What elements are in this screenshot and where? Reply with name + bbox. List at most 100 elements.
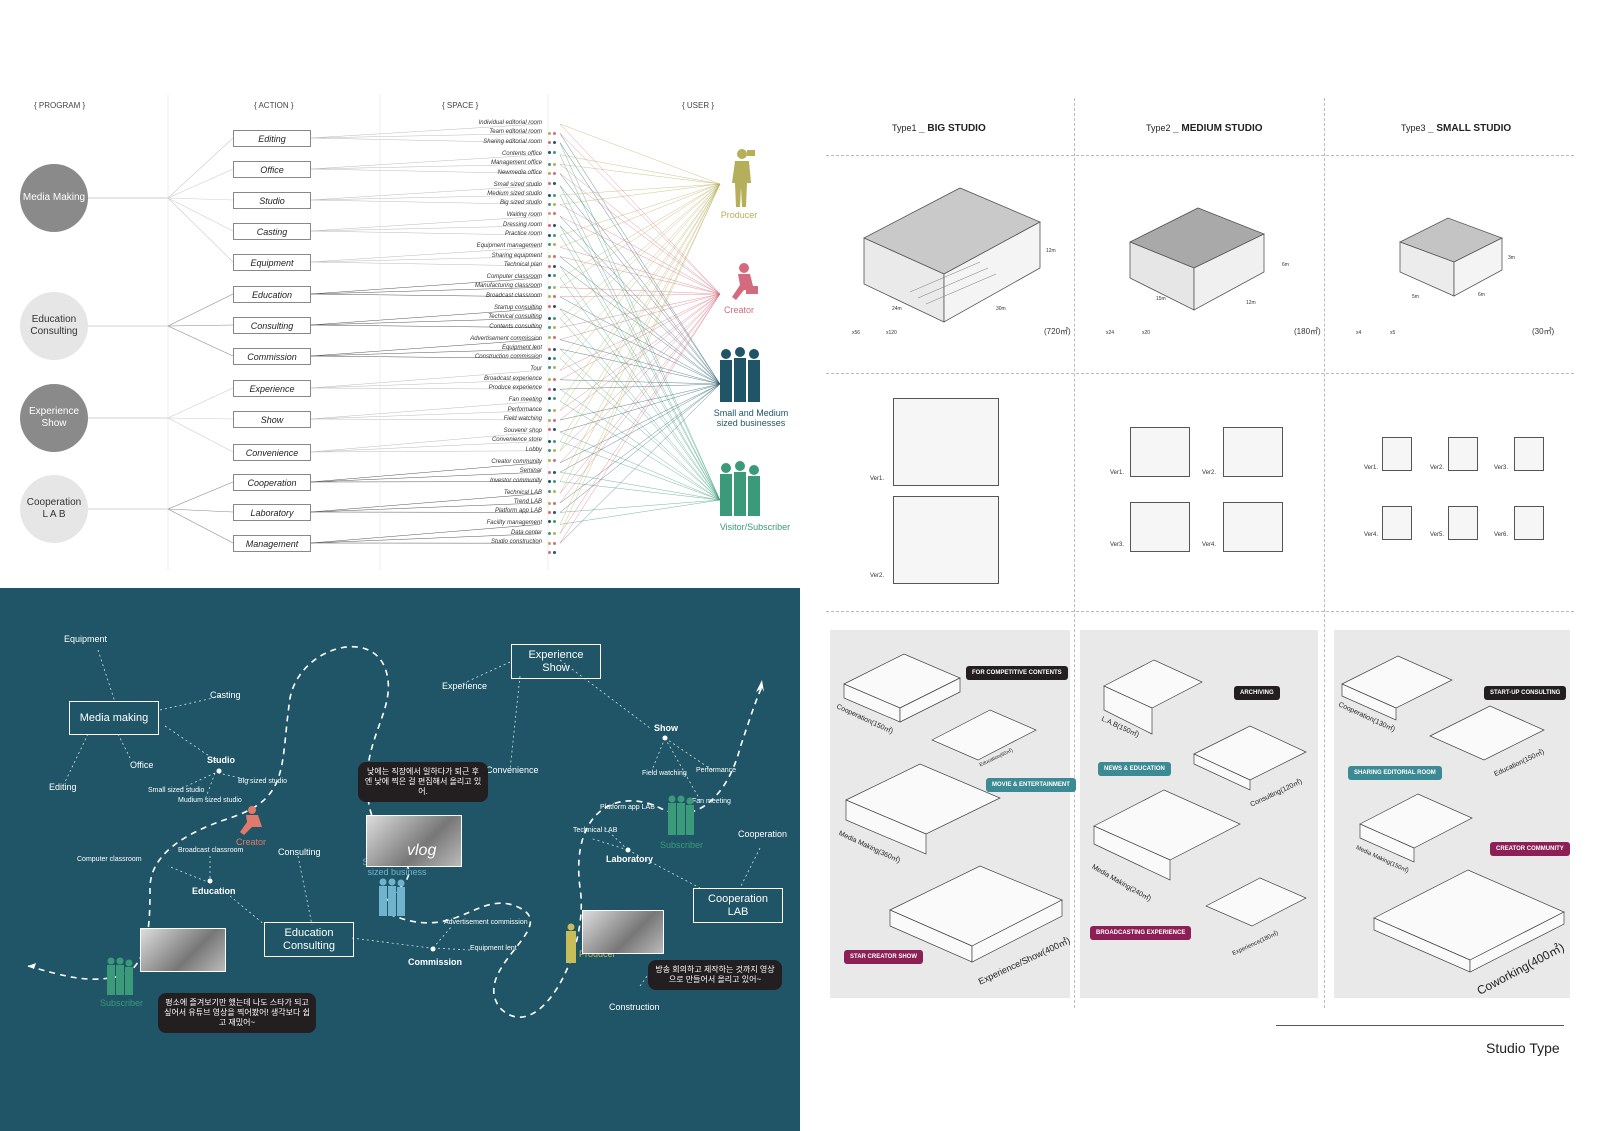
- journey-node-dots: [207, 735, 668, 952]
- header-program: { PROGRAM }: [34, 101, 86, 110]
- connection-line: [559, 204, 721, 295]
- space-dots: [548, 193, 558, 211]
- space-dots: [548, 214, 558, 232]
- header-user: { USER }: [682, 101, 715, 110]
- user-dot: [548, 418, 551, 422]
- connection-line: [559, 401, 721, 501]
- space-item: Contents consulting: [489, 323, 542, 330]
- space-dots: [548, 399, 558, 417]
- user-dot: [553, 378, 556, 382]
- connection-line: [559, 183, 721, 359]
- user-dot: [553, 203, 556, 206]
- connection-line: [559, 225, 721, 501]
- connection-line: [559, 293, 721, 463]
- medium-plan-ver1: [1130, 427, 1190, 477]
- user-dot: [548, 366, 551, 370]
- connection-line: [559, 123, 721, 295]
- user-dot: [553, 387, 556, 391]
- small-count-1: x4: [1356, 330, 1362, 336]
- divider-2: [1324, 98, 1325, 1008]
- user-dot: [548, 520, 551, 524]
- medium-tag-3: BROADCASTING EXPERIENCE: [1090, 926, 1192, 940]
- user-creator-label: Creator: [723, 305, 754, 315]
- connection-line: [310, 324, 541, 328]
- connection-line: [559, 183, 721, 482]
- user-dot: [553, 541, 556, 545]
- user-dot: [553, 366, 556, 370]
- connection-line: [167, 481, 234, 510]
- connection-line: [559, 293, 721, 411]
- space-dots: [548, 245, 558, 263]
- space-item: Lobby: [525, 446, 542, 453]
- space-item: Computer classroom: [486, 274, 542, 280]
- space-item: Seminar: [519, 468, 542, 475]
- producer-journey-icon: [566, 923, 576, 963]
- user-dot: [553, 286, 556, 289]
- connection-line: [559, 481, 721, 501]
- space-item: Technical consulting: [488, 314, 542, 321]
- space-dots: [548, 522, 558, 540]
- user-journey-map: Media making Experience Show Education C…: [0, 588, 800, 1131]
- space-dots: [548, 233, 558, 251]
- space-item: Performance: [507, 406, 542, 413]
- connection-line: [559, 183, 721, 196]
- small-tag-3: CREATOR COMMUNITY: [1490, 842, 1570, 856]
- medium-ver2-label: Ver2.: [1202, 470, 1217, 476]
- space-item: Trend LAB: [513, 499, 542, 505]
- space-item: Platform app LAB: [494, 508, 542, 515]
- connection-line: [559, 431, 721, 501]
- producer-figure-icon: [732, 149, 755, 207]
- connection-line: [310, 379, 541, 389]
- creator-journey-icon: [240, 806, 262, 835]
- connection-line: [310, 493, 541, 513]
- connection-line: [167, 508, 234, 513]
- connection-line: [310, 246, 541, 263]
- user-dot: [553, 532, 556, 536]
- action-box: Laboratory: [233, 504, 311, 521]
- connection-line: [310, 163, 541, 170]
- box-cooperation-lab: Cooperation LAB: [693, 888, 783, 923]
- label-studio: Studio: [207, 755, 235, 765]
- connection-line: [559, 183, 721, 411]
- connection-line: [559, 183, 721, 494]
- space-item: Convenience store: [491, 437, 542, 444]
- user-dot: [548, 428, 551, 431]
- connection-line: [559, 183, 721, 319]
- connection-line: [559, 293, 721, 534]
- type2-area: (180㎡): [1294, 327, 1321, 336]
- label-casting: Casting: [210, 690, 241, 700]
- connection-line: [559, 265, 721, 501]
- space-item: Management office: [490, 160, 542, 167]
- big-dim-length: 30m: [996, 306, 1006, 312]
- big-dim-height: 12m: [1046, 248, 1056, 254]
- space-item: Facility management: [486, 520, 542, 527]
- medium-count-2: x20: [1142, 330, 1151, 336]
- connection-line: [167, 324, 234, 327]
- user-dot: [553, 141, 556, 145]
- big-dim-width: 24m: [892, 306, 902, 312]
- connection-line: [559, 287, 721, 295]
- space-dots: [548, 255, 558, 273]
- big-tag-1: FOR COMPETITIVE CONTENTS: [966, 666, 1068, 680]
- action-box: Management: [233, 535, 311, 552]
- action-box: Cooperation: [233, 474, 311, 491]
- connection-line: [559, 441, 721, 501]
- connection-line: [167, 508, 234, 544]
- big-count-2: x120: [886, 330, 897, 336]
- connection-line: [310, 450, 541, 453]
- connection-line: [559, 247, 721, 295]
- user-dot: [548, 243, 551, 247]
- header-action: { ACTION }: [254, 101, 294, 110]
- connection-line: [310, 123, 541, 139]
- label-experience: Experience: [442, 681, 488, 691]
- small-plan-ver2: [1448, 437, 1478, 471]
- user-dot: [553, 316, 556, 320]
- connection-line: [310, 431, 541, 453]
- user-dot: [548, 489, 551, 493]
- big-tag-3: STAR CREATOR SHOW: [844, 950, 923, 964]
- connection-line: [559, 265, 721, 385]
- connection-line: [167, 197, 234, 201]
- connection-line: [310, 277, 541, 295]
- connection-line: [310, 261, 541, 267]
